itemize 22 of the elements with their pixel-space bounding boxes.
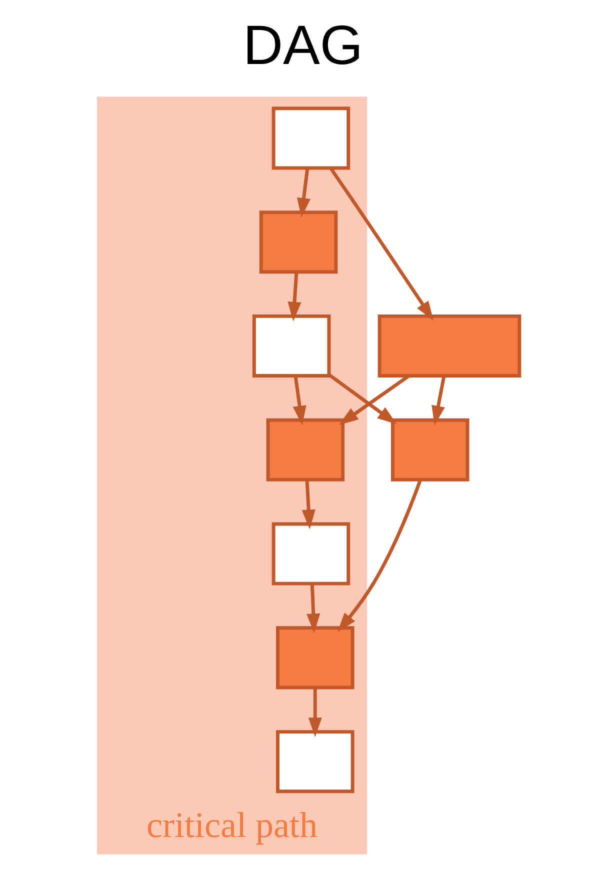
arrow [432, 376, 446, 426]
node-box [378, 314, 522, 378]
diagram-title: DAG [242, 14, 364, 76]
arrow [329, 167, 434, 321]
node-box [266, 418, 345, 482]
node-box [252, 314, 331, 378]
arrow [308, 688, 322, 738]
arrow [306, 584, 320, 634]
node-box [259, 210, 338, 274]
node-box [390, 418, 470, 482]
arrow [302, 480, 316, 530]
arrow [328, 373, 397, 424]
arrow [292, 376, 306, 426]
node-box [272, 106, 350, 170]
node-box [272, 522, 350, 586]
cluster [96, 96, 368, 854]
arrow [297, 168, 310, 218]
node-label: critical path [146, 804, 318, 845]
node-box [276, 730, 354, 794]
arrow [337, 479, 422, 632]
arrow [288, 272, 302, 322]
node-box [276, 626, 354, 690]
